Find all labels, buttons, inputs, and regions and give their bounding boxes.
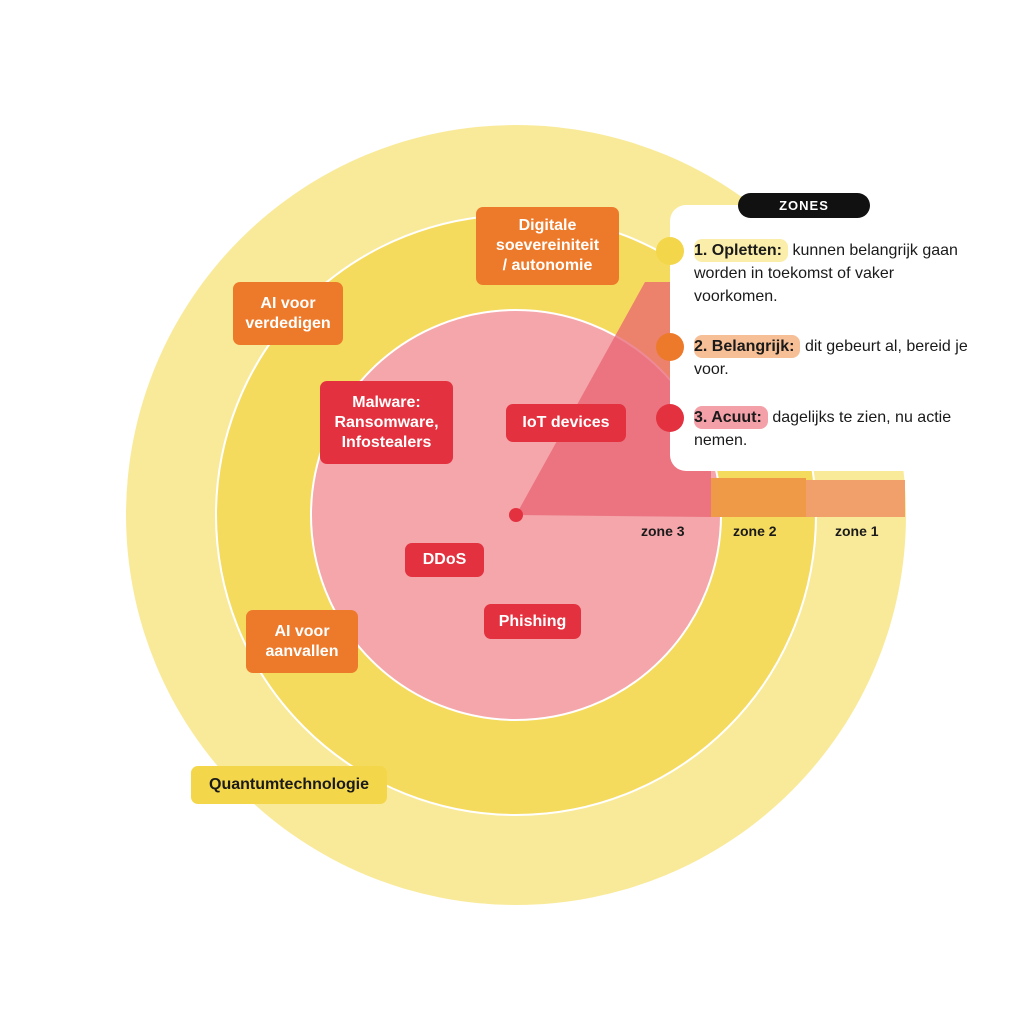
legend-desc-belangrijk: dit gebeurt al, bereid je voor. <box>694 338 968 378</box>
zone-2-label: zone 2 <box>733 523 777 539</box>
tag-ai-voor-verdedigen[interactable]: AI voor verdedigen <box>233 282 343 345</box>
legend-name-opletten: 1. Opletten: <box>694 239 789 262</box>
zone-1-label: zone 1 <box>835 523 879 539</box>
zone-2-band <box>711 478 806 517</box>
legend-desc-opletten: kunnen belangrijk gaan worden in toekoms… <box>694 242 958 305</box>
legend-dot-acuut <box>656 404 684 432</box>
tag-iot-devices[interactable]: IoT devices <box>506 404 626 442</box>
legend-dot-belangrijk <box>656 333 684 361</box>
legend-desc-acuut: dagelijks te zien, nu actie nemen. <box>694 409 952 449</box>
tag-quantumtechnologie[interactable]: Quantumtechnologie <box>191 766 387 804</box>
tag-ai-voor-aanvallen[interactable]: AI voor aanvallen <box>246 610 358 673</box>
legend-dot-opletten <box>656 237 684 265</box>
legend-title: ZONES <box>738 193 870 218</box>
zone-3-label: zone 3 <box>641 523 685 539</box>
tag-phishing[interactable]: Phishing <box>484 604 581 639</box>
legend-name-belangrijk: 2. Belangrijk: <box>694 335 801 358</box>
tag-digitale-soevereiniteit[interactable]: Digitale soevereiniteit / autonomie <box>476 207 619 285</box>
zone-1-band <box>806 480 905 517</box>
legend-name-acuut: 3. Acuut: <box>694 406 768 429</box>
tag-malware[interactable]: Malware: Ransomware, Infostealers <box>320 381 453 464</box>
tag-ddos[interactable]: DDoS <box>405 543 484 577</box>
center-dot <box>509 508 523 522</box>
